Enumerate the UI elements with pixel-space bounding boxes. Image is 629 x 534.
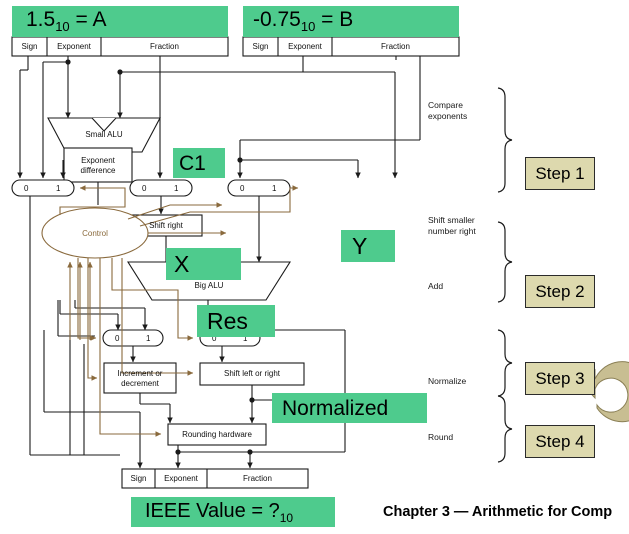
overlay-x-text: X [174,250,190,277]
mux-5-label-0: 0 [212,334,217,343]
annotation-shift-smaller-number-right: Shift smaller number right [428,215,476,237]
control-wire-group [41,185,299,437]
mux-3-label-1: 1 [272,184,277,193]
operand-a-text: 1.510 = A [26,8,107,35]
overlay-res-text: Res [207,307,248,334]
operand-b-highlight: -0.7510 = B [243,6,459,37]
overlay-y-text: Y [352,232,368,259]
wire-group-black [11,36,460,489]
mux-2-label-1: 1 [174,184,179,193]
step-3-label: Step 3 [535,368,585,388]
overlay-normalized: Normalized [272,393,427,423]
result-value-text: IEEE Value = ?10 [145,499,294,525]
mux-5-label-1: 1 [243,334,248,343]
mux-4-label-0: 0 [115,334,120,343]
mux-3-label-0: 0 [240,184,245,193]
result-value-highlight: IEEE Value = ?10 [131,497,335,527]
annotation-add: Add [428,281,444,291]
annotation-normalize: Normalize [428,376,467,386]
annotation-compare-exponents: Compare exponents [428,100,468,122]
step-1-label: Step 1 [535,163,585,183]
overlay-c1: C1 [173,148,225,178]
step-1-box: Step 1 [525,157,595,190]
overlay-x: X [166,248,241,280]
brace-group [497,87,513,463]
mux-1-label-1: 1 [56,184,61,193]
step-2-box: Step 2 [525,275,595,308]
mux-1-label-0: 0 [24,184,29,193]
overlay-normalized-text: Normalized [282,396,389,420]
mux-2-label-0: 0 [142,184,147,193]
overlay-y: Y [341,230,395,262]
step-4-label: Step 4 [535,431,585,451]
annotation-round: Round [428,432,454,442]
operand-b-text: -0.7510 = B [253,8,354,35]
overlay-res: Res [197,305,275,337]
step-3-box: Step 3 [525,362,595,395]
overlay-c1-text: C1 [179,151,206,175]
slide-footer: Chapter 3 — Arithmetic for Comp [383,504,613,520]
step-2-label: Step 2 [535,281,585,301]
operand-a-highlight: 1.510 = A [12,6,228,37]
mux-4-label-1: 1 [146,334,151,343]
step-4-box: Step 4 [525,425,595,458]
